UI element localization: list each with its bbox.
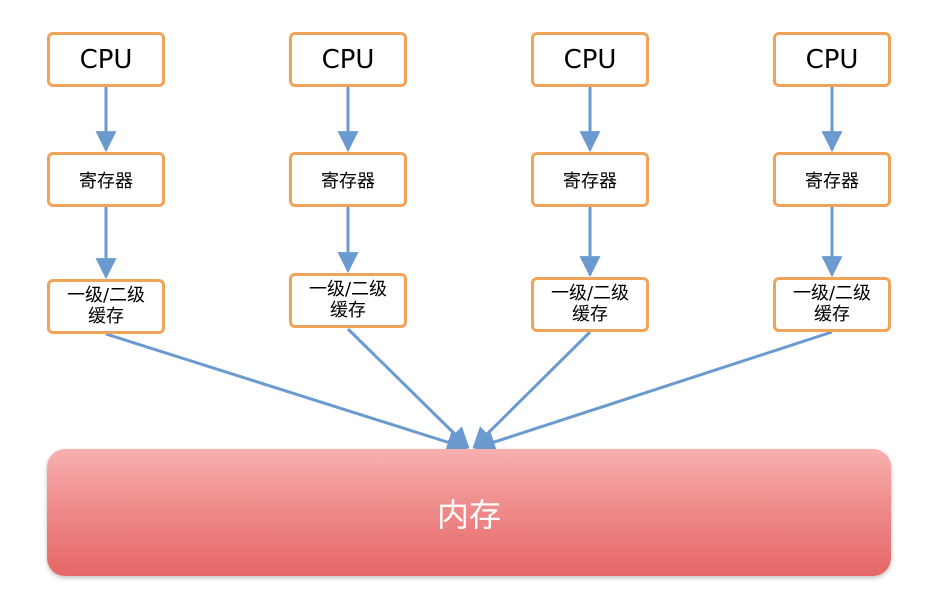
cache-label-1-line2: 缓存 — [88, 305, 124, 327]
cpu-box-2: CPU — [289, 32, 407, 87]
memory-label: 内存 — [436, 495, 501, 534]
arrow-cache4-to-memory — [474, 330, 833, 453]
cpu-label-3: CPU — [563, 44, 617, 75]
register-box-1: 寄存器 — [47, 152, 165, 207]
register-box-3: 寄存器 — [531, 152, 649, 207]
cache-box-1: 一级/二级 缓存 — [47, 279, 165, 334]
register-label-3: 寄存器 — [563, 170, 617, 192]
cpu-box-1: CPU — [47, 32, 165, 87]
cpu-box-3: CPU — [531, 32, 649, 87]
cpu-label-2: CPU — [321, 44, 375, 75]
memory-block: 内存 — [47, 449, 891, 576]
cache-label-4-line1: 一级/二级 — [792, 282, 872, 304]
cache-box-4: 一级/二级 缓存 — [773, 277, 891, 332]
register-label-1: 寄存器 — [79, 170, 133, 192]
register-label-4: 寄存器 — [805, 170, 859, 192]
cpu-box-4: CPU — [773, 32, 891, 87]
cache-box-3: 一级/二级 缓存 — [531, 277, 649, 332]
cache-label-3-line2: 缓存 — [572, 303, 608, 325]
arrow-cache3-to-memory — [472, 330, 592, 449]
cache-label-4-line2: 缓存 — [814, 303, 850, 325]
cpu-label-1: CPU — [79, 44, 133, 75]
register-box-2: 寄存器 — [289, 152, 407, 207]
register-box-4: 寄存器 — [773, 152, 891, 207]
register-label-2: 寄存器 — [321, 170, 375, 192]
arrow-cache2-to-memory — [346, 327, 470, 449]
cache-box-2: 一级/二级 缓存 — [289, 273, 407, 328]
cache-label-1-line1: 一级/二级 — [66, 284, 146, 306]
arrow-cache1-to-memory — [105, 332, 469, 453]
cache-label-3-line1: 一级/二级 — [550, 282, 630, 304]
cache-label-2-line2: 缓存 — [330, 299, 366, 321]
cache-label-2-line1: 一级/二级 — [308, 278, 388, 300]
cpu-label-4: CPU — [805, 44, 859, 75]
